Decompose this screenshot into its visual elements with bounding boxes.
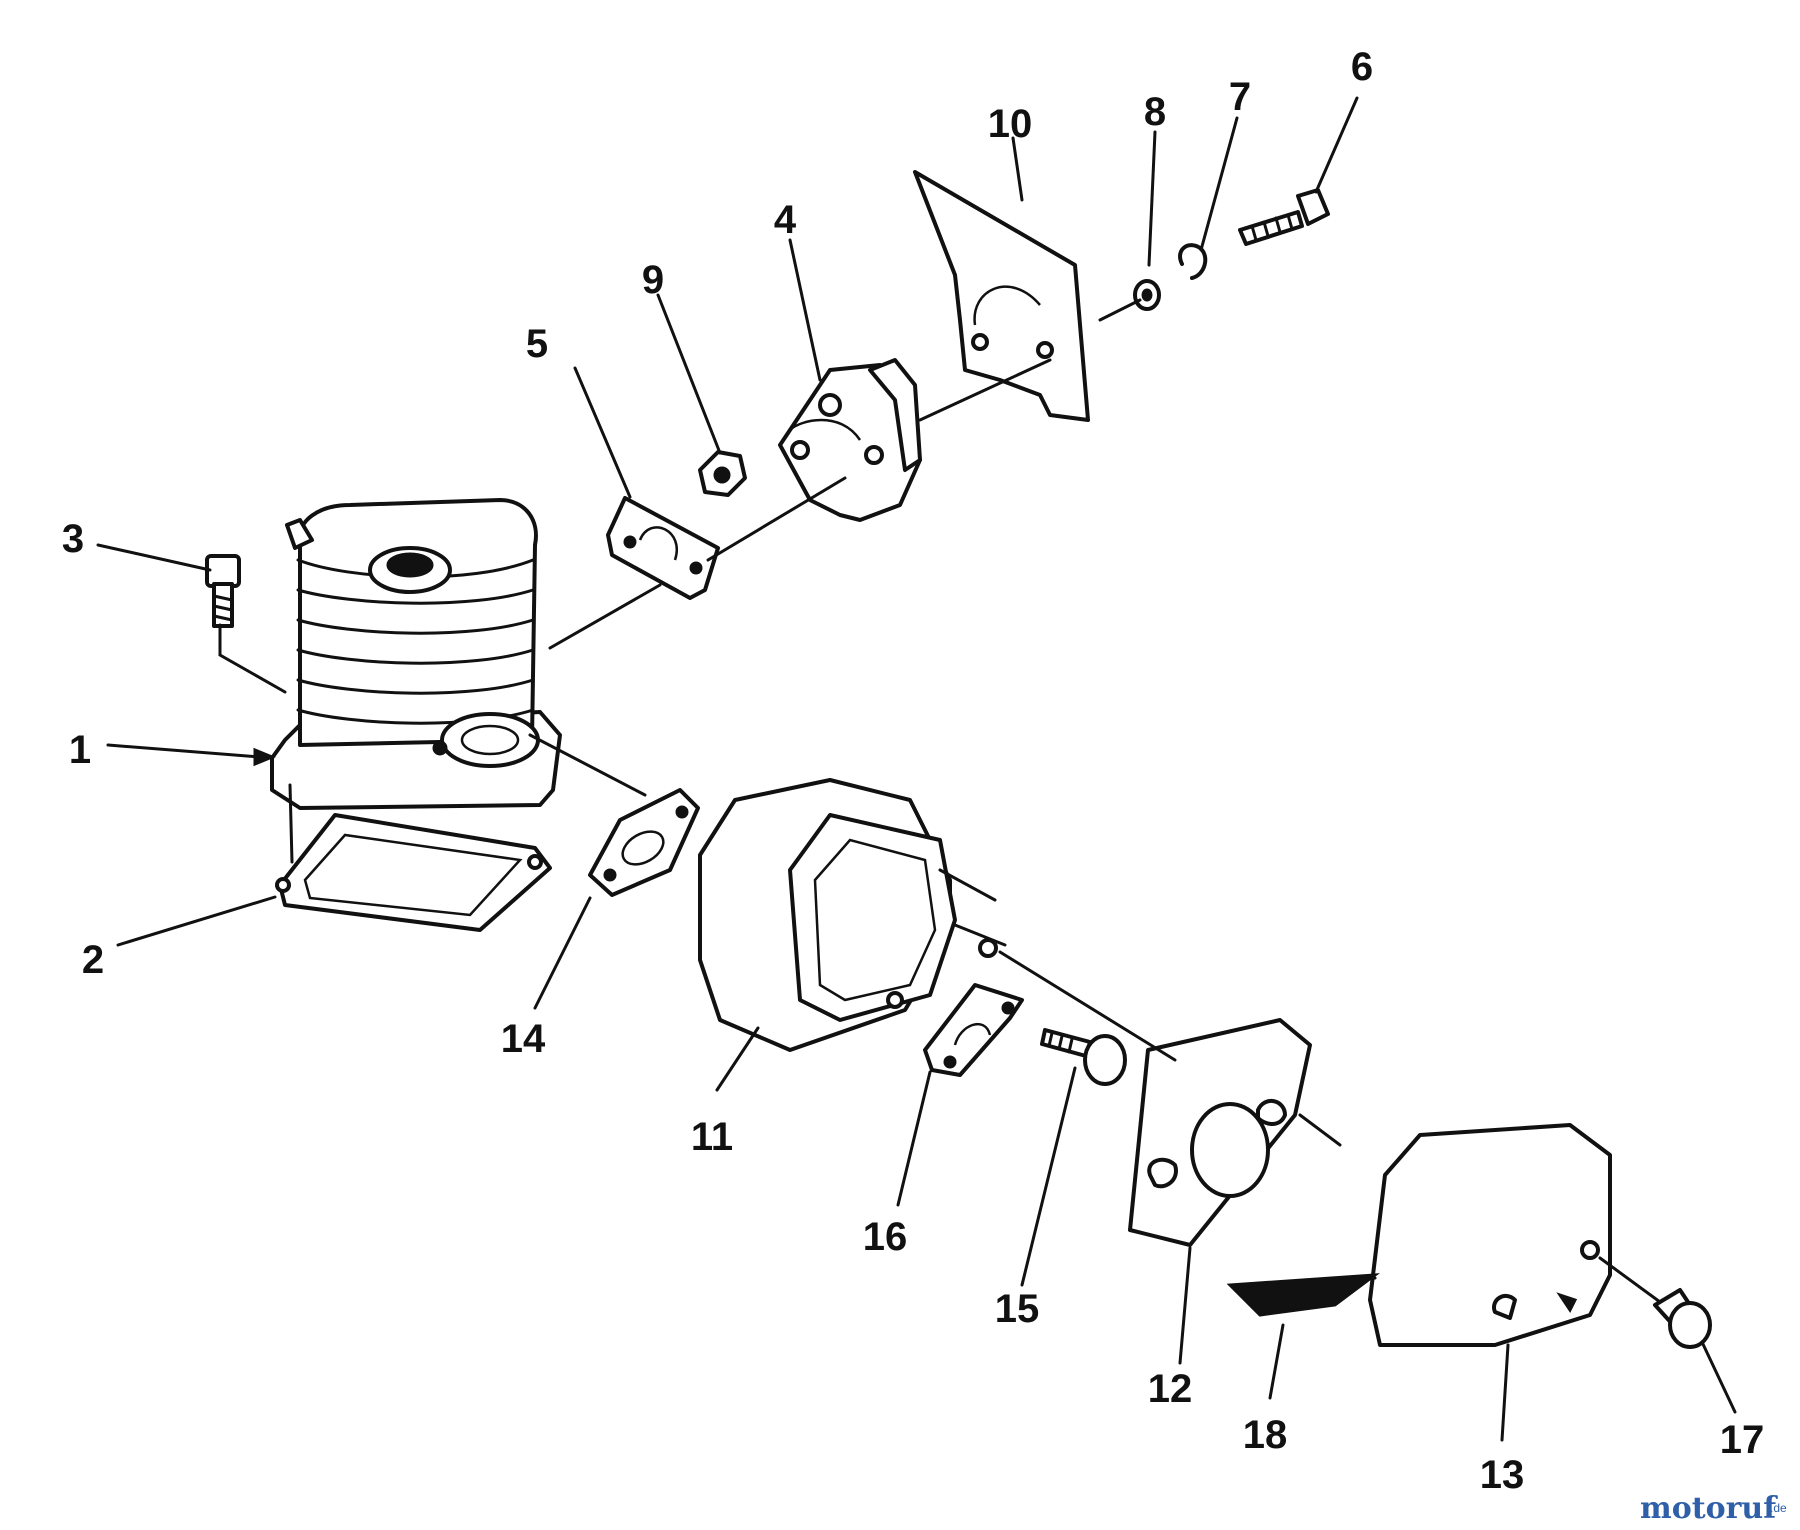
cylinder-screw-part bbox=[205, 554, 241, 628]
intake-gasket-part bbox=[606, 496, 720, 600]
muffler-cover-part bbox=[1368, 1123, 1612, 1347]
label-part-1: 1 bbox=[69, 728, 91, 772]
drain-plug-part bbox=[1653, 1288, 1712, 1349]
part-number-labels: 1 2 3 4 5 6 7 8 9 10 11 12 13 14 15 16 1… bbox=[62, 45, 1764, 1497]
label-part-2: 2 bbox=[82, 938, 104, 982]
label-part-7: 7 bbox=[1229, 75, 1251, 119]
screw-gasket-part bbox=[923, 983, 1024, 1077]
direction-arrow-part bbox=[1226, 1273, 1380, 1317]
heat-shield-part bbox=[913, 170, 1090, 422]
cylinder-part bbox=[270, 498, 562, 810]
label-part-10: 10 bbox=[988, 102, 1033, 146]
label-part-5: 5 bbox=[526, 322, 548, 366]
label-part-18: 18 bbox=[1243, 1413, 1288, 1457]
label-part-9: 9 bbox=[642, 258, 664, 302]
leader-lines bbox=[96, 96, 1737, 1442]
label-part-13: 13 bbox=[1480, 1453, 1525, 1497]
muffler-plate-part bbox=[1128, 1018, 1312, 1247]
watermark-logo: motoruf .de bbox=[1640, 1491, 1787, 1526]
intake-flange-part bbox=[778, 358, 922, 522]
base-gasket-part bbox=[275, 813, 552, 932]
label-part-8: 8 bbox=[1144, 90, 1166, 134]
label-part-15: 15 bbox=[995, 1287, 1040, 1331]
label-part-16: 16 bbox=[863, 1215, 908, 1259]
watermark-text: motoruf bbox=[1640, 1491, 1778, 1526]
mounting-bolt-part bbox=[1238, 188, 1330, 246]
label-part-12: 12 bbox=[1148, 1367, 1193, 1411]
hex-nut-part bbox=[698, 450, 747, 497]
watermark-suffix: .de bbox=[1770, 1501, 1787, 1515]
label-part-17: 17 bbox=[1720, 1418, 1765, 1462]
muffler-screw-part bbox=[1040, 1028, 1127, 1086]
label-part-14: 14 bbox=[501, 1017, 546, 1061]
label-part-11: 11 bbox=[691, 1115, 733, 1159]
label-part-6: 6 bbox=[1351, 45, 1373, 89]
flat-washer-part bbox=[1133, 279, 1161, 311]
label-part-3: 3 bbox=[62, 517, 84, 561]
muffler-body-part bbox=[698, 778, 1007, 1052]
label-part-4: 4 bbox=[774, 198, 797, 242]
exhaust-gasket-part bbox=[588, 788, 700, 897]
